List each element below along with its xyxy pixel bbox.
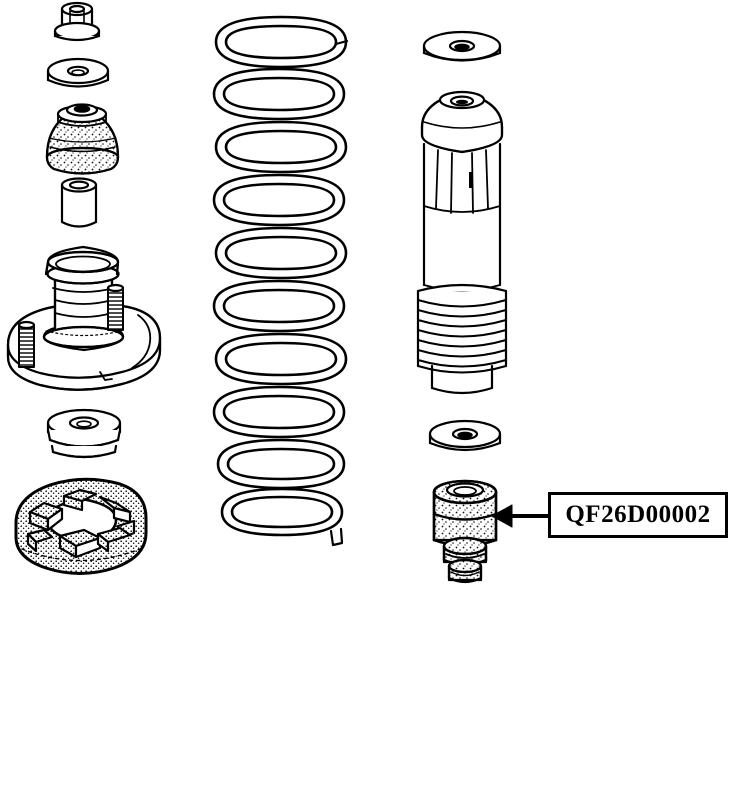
part-number-callout-box: QF26D00002 (548, 492, 728, 538)
part-bump-stop-rebound-buffer (432, 479, 498, 584)
part-flange-nut (53, 1, 101, 42)
part-number-text: QF26D00002 (565, 500, 711, 528)
part-upper-washer (422, 30, 502, 62)
part-spacer-sleeve (60, 177, 98, 228)
strut-mount-stud-left (17, 320, 36, 368)
part-bearing-disc (46, 408, 122, 459)
part-dust-boot-strut (416, 90, 508, 395)
part-top-washer (46, 57, 110, 88)
part-upper-rubber-mount (45, 103, 120, 175)
callout-leader (491, 504, 550, 528)
strut-mount-stud-right (106, 283, 125, 331)
part-spring-seat-insulator (14, 477, 148, 575)
part-strut-mount (6, 245, 162, 391)
part-lower-washer (428, 419, 502, 452)
part-coil-spring (212, 15, 349, 547)
